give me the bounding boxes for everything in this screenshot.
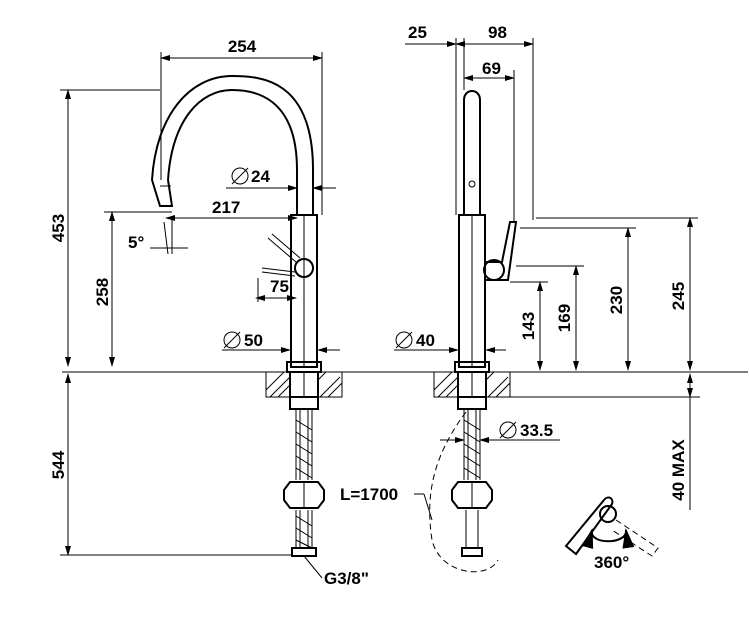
hose-weight-front [283,481,325,509]
dim-reach: 217 [212,198,240,217]
dim-lever: 75 [270,277,289,296]
dim-base-dia: 50 [244,331,263,350]
spout-outer [167,88,298,215]
handle-lever [267,233,301,263]
dim-h143: 143 [519,312,538,340]
rotation-detail: 360° [564,496,659,572]
dim-spout-height: 258 [93,278,112,306]
dim-total-height: 453 [49,214,68,242]
dim-h245: 245 [669,282,688,310]
dim-side-offset: 25 [408,23,427,42]
dim-angle: 5° [128,233,144,252]
dim-hose-length: L=1700 [340,485,398,504]
dim-rotation: 360° [594,553,629,572]
side-view: 25 98 69 40 33.5 L=1700 143 169 230 245 [340,23,700,573]
side-spout [463,90,481,215]
lever-dashed [611,519,659,557]
dim-side-base-dia: 40 [416,331,435,350]
dim-max-thickness: 40 MAX [669,439,688,501]
dim-front-width: 254 [228,37,257,56]
dim-pipe-dia: 24 [251,167,270,186]
front-view: 254 24 217 5° 453 258 75 50 544 G3/8" [49,37,748,588]
dim-side-depth: 98 [488,23,507,42]
dim-hose-dia: 33.5 [520,421,553,440]
handle-knob [294,258,314,278]
dim-thread: G3/8" [324,569,369,588]
spout-inner [151,74,314,215]
spray-head [151,179,174,207]
lever-solid [564,496,614,556]
dim-below-height: 544 [49,450,68,479]
hose-weight-side [451,481,493,509]
dim-h169: 169 [555,304,574,332]
rotate-arrow-icon [581,528,635,549]
dim-side-handle: 69 [482,59,501,78]
side-handle [485,221,518,281]
dim-h230: 230 [607,286,626,314]
